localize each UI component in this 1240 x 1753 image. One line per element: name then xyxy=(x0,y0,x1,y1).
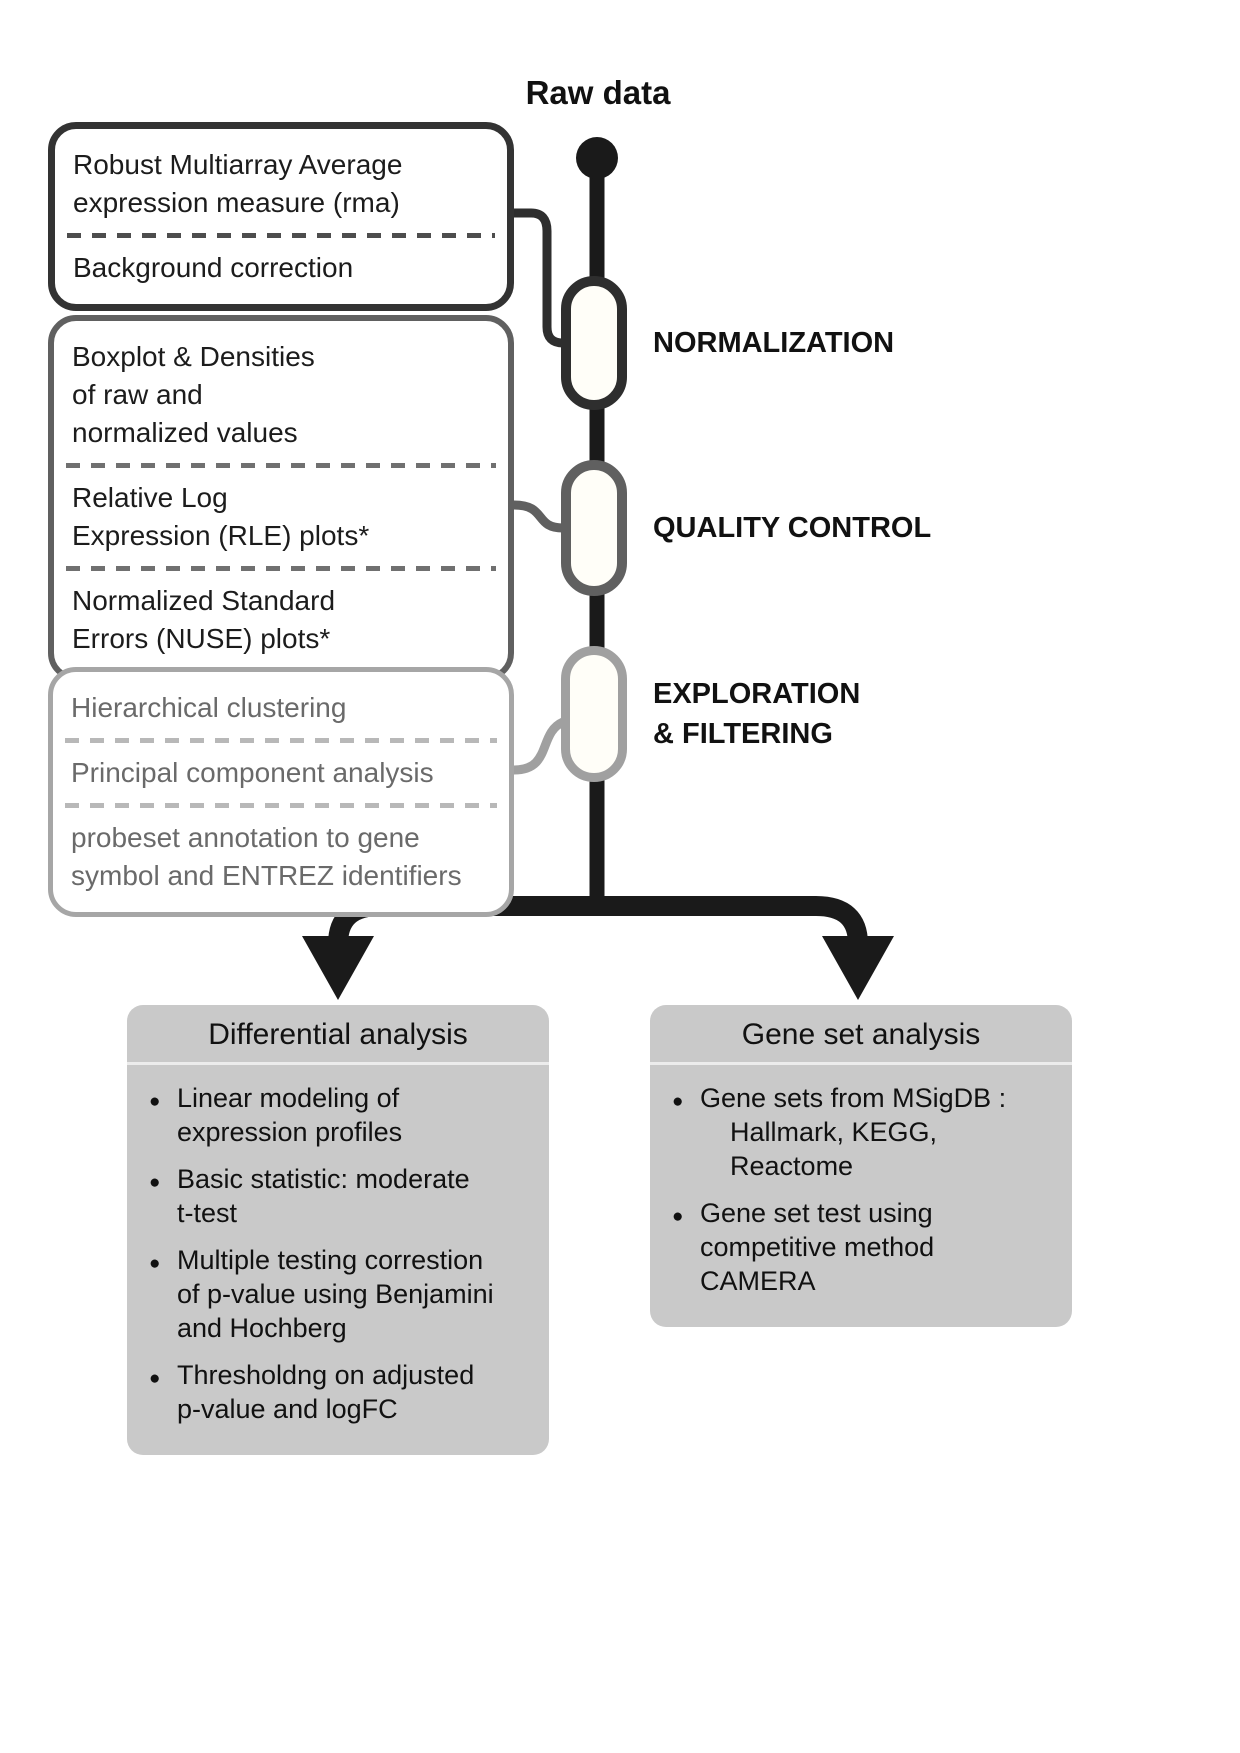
task-hierarchical-clustering: Hierarchical clustering xyxy=(71,692,347,723)
gene-set-analysis-panel: Gene set analysis Gene sets from MSigDB … xyxy=(650,1005,1072,1327)
task-probeset-annotation: probeset annotation to gene symbol and E… xyxy=(71,822,462,891)
bullet-item: Basic statistic: moderate t-test xyxy=(149,1162,533,1230)
differential-analysis-panel: Differential analysis Linear modeling of… xyxy=(127,1005,549,1455)
quality-control-node xyxy=(561,460,627,596)
dashed-separator xyxy=(67,233,495,238)
bullet-item: Linear modeling of expression profiles xyxy=(149,1081,533,1149)
bullet-item: Multiple testing correstion of p-value u… xyxy=(149,1243,533,1345)
dashed-separator xyxy=(65,738,497,743)
branch-split xyxy=(328,896,868,945)
dashed-separator xyxy=(65,803,497,808)
dashed-separator xyxy=(66,566,496,571)
differential-analysis-title: Differential analysis xyxy=(127,1005,549,1065)
bullet-item: Gene sets from MSigDB : Hallmark, KEGG, … xyxy=(672,1081,1056,1183)
stage-label-normalization: NORMALIZATION xyxy=(653,327,895,359)
arrowhead-right xyxy=(822,936,894,1000)
connector-exploration xyxy=(513,717,566,775)
bullet-item: Gene set test using competitive method C… xyxy=(672,1196,1056,1298)
normalization-tasks-box: Robust Multiarray Average expression mea… xyxy=(48,122,514,311)
exploration-tasks-box: Hierarchical clustering Principal compon… xyxy=(48,667,514,917)
connector-normalization xyxy=(514,208,564,348)
dashed-separator xyxy=(66,463,496,468)
task-rma: Robust Multiarray Average expression mea… xyxy=(73,149,403,218)
task-rle-plots: Relative Log Expression (RLE) plots* xyxy=(72,482,370,551)
quality-control-tasks-box: Boxplot & Densities of raw and normalize… xyxy=(48,315,514,681)
stage-label-quality-control: QUALITY CONTROL xyxy=(653,512,932,544)
task-background-correction: Background correction xyxy=(73,252,354,283)
normalization-node xyxy=(561,276,627,410)
gene-set-analysis-title: Gene set analysis xyxy=(650,1005,1072,1065)
arrowhead-left xyxy=(302,936,374,1000)
raw-data-label: Raw data xyxy=(525,74,671,111)
gene-set-bullet-list: Gene sets from MSigDB : Hallmark, KEGG, … xyxy=(650,1081,1072,1298)
task-nuse-plots: Normalized Standard Errors (NUSE) plots* xyxy=(72,585,336,654)
raw-data-node xyxy=(576,137,618,179)
bullet-item: Thresholdng on adjusted p-value and logF… xyxy=(149,1358,533,1426)
task-boxplot-densities: Boxplot & Densities of raw and normalize… xyxy=(72,341,315,448)
exploration-node xyxy=(561,646,627,782)
differential-bullet-list: Linear modeling of expression profiles B… xyxy=(127,1081,549,1426)
connector-quality-control xyxy=(513,500,564,533)
task-pca: Principal component analysis xyxy=(71,757,434,788)
stage-label-exploration: EXPLORATION & FILTERING xyxy=(653,678,861,750)
